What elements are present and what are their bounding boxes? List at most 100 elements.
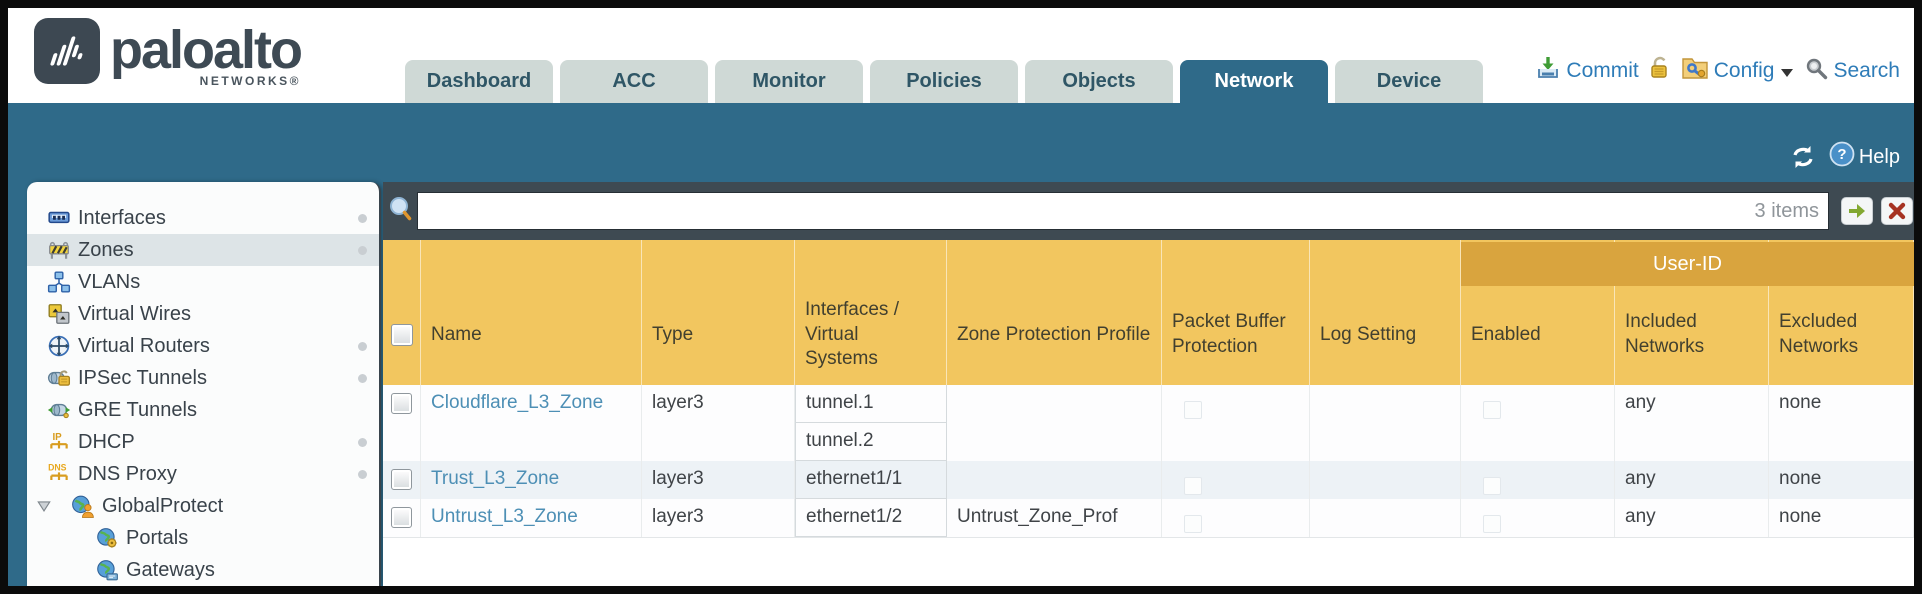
log-setting-cell: [1310, 385, 1461, 461]
sidebar-item-gre-tunnels[interactable]: GRE Tunnels: [27, 394, 379, 426]
sidebar-item-globalprotect[interactable]: GlobalProtect: [27, 490, 379, 522]
included-networks-cell: any: [1615, 461, 1769, 499]
caret-down-icon: [1781, 69, 1794, 77]
header-select-column: [383, 240, 421, 385]
help-icon: ?: [1829, 141, 1855, 173]
user-id-enabled-checkbox[interactable]: [1483, 401, 1501, 419]
packet-buffer-protection-checkbox[interactable]: [1184, 401, 1202, 419]
tab-acc[interactable]: ACC: [560, 60, 708, 103]
virtual-routers-icon: [47, 334, 71, 358]
svg-text:DNS: DNS: [48, 463, 67, 473]
included-networks-value: any: [1625, 506, 1656, 527]
sidebar-item-vlans[interactable]: VLANs: [27, 266, 379, 298]
vlans-icon: [47, 270, 71, 294]
zone-type-value: layer3: [652, 392, 704, 413]
sidebar-item-virtual-wires[interactable]: Virtual Wires: [27, 298, 379, 330]
interfaces-icon: [47, 206, 71, 230]
sidebar-item-gateways[interactable]: Gateways: [27, 554, 379, 586]
help-button[interactable]: ? Help: [1829, 141, 1900, 173]
sidebar-item-ipsec-tunnels[interactable]: IPSec Tunnels: [27, 362, 379, 394]
column-header-label: Enabled: [1471, 323, 1541, 345]
sidebar-item-portals[interactable]: Portals: [27, 522, 379, 554]
user-id-enabled-checkbox[interactable]: [1483, 515, 1501, 533]
svg-text:IP: IP: [52, 432, 62, 443]
sidebar-item-label: Interfaces: [78, 206, 166, 229]
column-header-zone-protection-profile: Zone Protection Profile: [947, 240, 1162, 385]
status-dot: [358, 342, 367, 351]
row-checkbox[interactable]: [391, 507, 412, 528]
sidebar-item-interfaces[interactable]: Interfaces: [27, 202, 379, 234]
globalprotect-icon: [71, 494, 95, 518]
utility-icons: ? Help: [1789, 141, 1900, 173]
clear-filter-button[interactable]: [1881, 197, 1913, 225]
tab-device[interactable]: Device: [1335, 60, 1483, 103]
included-networks-cell: any: [1615, 385, 1769, 461]
excluded-networks-cell: none: [1769, 385, 1914, 461]
search-button[interactable]: Search: [1804, 56, 1900, 86]
packet-buffer-protection-checkbox[interactable]: [1184, 515, 1202, 533]
search-icon: [1804, 56, 1828, 86]
apply-filter-button[interactable]: [1841, 197, 1873, 225]
tab-monitor[interactable]: Monitor: [715, 60, 863, 103]
config-menu-button[interactable]: Config: [1681, 55, 1796, 87]
zone-protection-profile-cell: [947, 385, 1162, 461]
zone-protection-profile-cell: [947, 461, 1162, 499]
sidebar-item-label: Gateways: [126, 558, 215, 581]
packet-buffer-protection-checkbox[interactable]: [1184, 477, 1202, 495]
zone-name-link[interactable]: Cloudflare_L3_Zone: [431, 392, 604, 413]
zone-protection-profile-value: Untrust_Zone_Prof: [957, 506, 1118, 527]
refresh-icon[interactable]: [1789, 145, 1817, 169]
commit-button[interactable]: Commit: [1535, 55, 1639, 87]
user-id-enabled-cell: [1461, 461, 1615, 499]
row-select-cell: [383, 385, 421, 461]
row-checkbox[interactable]: [391, 393, 412, 414]
excluded-networks-cell: none: [1769, 461, 1914, 499]
select-all-checkbox[interactable]: [390, 324, 413, 346]
filter-input[interactable]: [417, 192, 1829, 230]
row-checkbox[interactable]: [391, 469, 412, 490]
sidebar-item-label: Virtual Routers: [78, 334, 210, 357]
sidebar-item-zones[interactable]: Zones: [27, 234, 379, 266]
brand-subtitle: NETWORKS®: [199, 74, 302, 88]
excluded-networks-value: none: [1779, 392, 1822, 413]
included-networks-cell: any: [1615, 499, 1769, 537]
tab-objects[interactable]: Objects: [1025, 60, 1173, 103]
column-header-label: Included Networks: [1625, 311, 1705, 357]
zone-name-link[interactable]: Untrust_L3_Zone: [431, 506, 578, 527]
expander-icon[interactable]: [35, 497, 53, 515]
sidebar-item-virtual-routers[interactable]: Virtual Routers: [27, 330, 379, 362]
included-networks-value: any: [1625, 392, 1656, 413]
included-networks-value: any: [1625, 468, 1656, 489]
tab-policies[interactable]: Policies: [870, 60, 1018, 103]
column-header-enabled: Enabled: [1461, 240, 1615, 385]
item-count-label: 3 items: [1754, 200, 1819, 222]
sidebar-item-label: DHCP: [78, 430, 135, 453]
sidebar-item-dhcp[interactable]: IP DHCP: [27, 426, 379, 458]
sidebar-item-label: GlobalProtect: [102, 494, 224, 517]
interface-item: tunnel.1: [796, 385, 946, 423]
dns-proxy-icon: DNS: [47, 462, 71, 486]
packet-buffer-protection-cell: [1162, 499, 1310, 537]
column-header-label: Log Setting: [1320, 323, 1417, 345]
tab-dashboard[interactable]: Dashboard: [405, 60, 553, 103]
user-id-enabled-checkbox[interactable]: [1483, 477, 1501, 495]
user-id-enabled-cell: [1461, 499, 1615, 537]
zone-name-link[interactable]: Trust_L3_Zone: [431, 468, 560, 489]
zone-interfaces-cell: ethernet1/2: [795, 499, 947, 537]
zone-name-cell: Untrust_L3_Zone: [421, 499, 642, 537]
dhcp-icon: IP: [47, 430, 71, 454]
commit-icon: [1535, 55, 1561, 87]
tab-network[interactable]: Network: [1180, 60, 1328, 103]
lock-icon[interactable]: [1648, 55, 1672, 87]
